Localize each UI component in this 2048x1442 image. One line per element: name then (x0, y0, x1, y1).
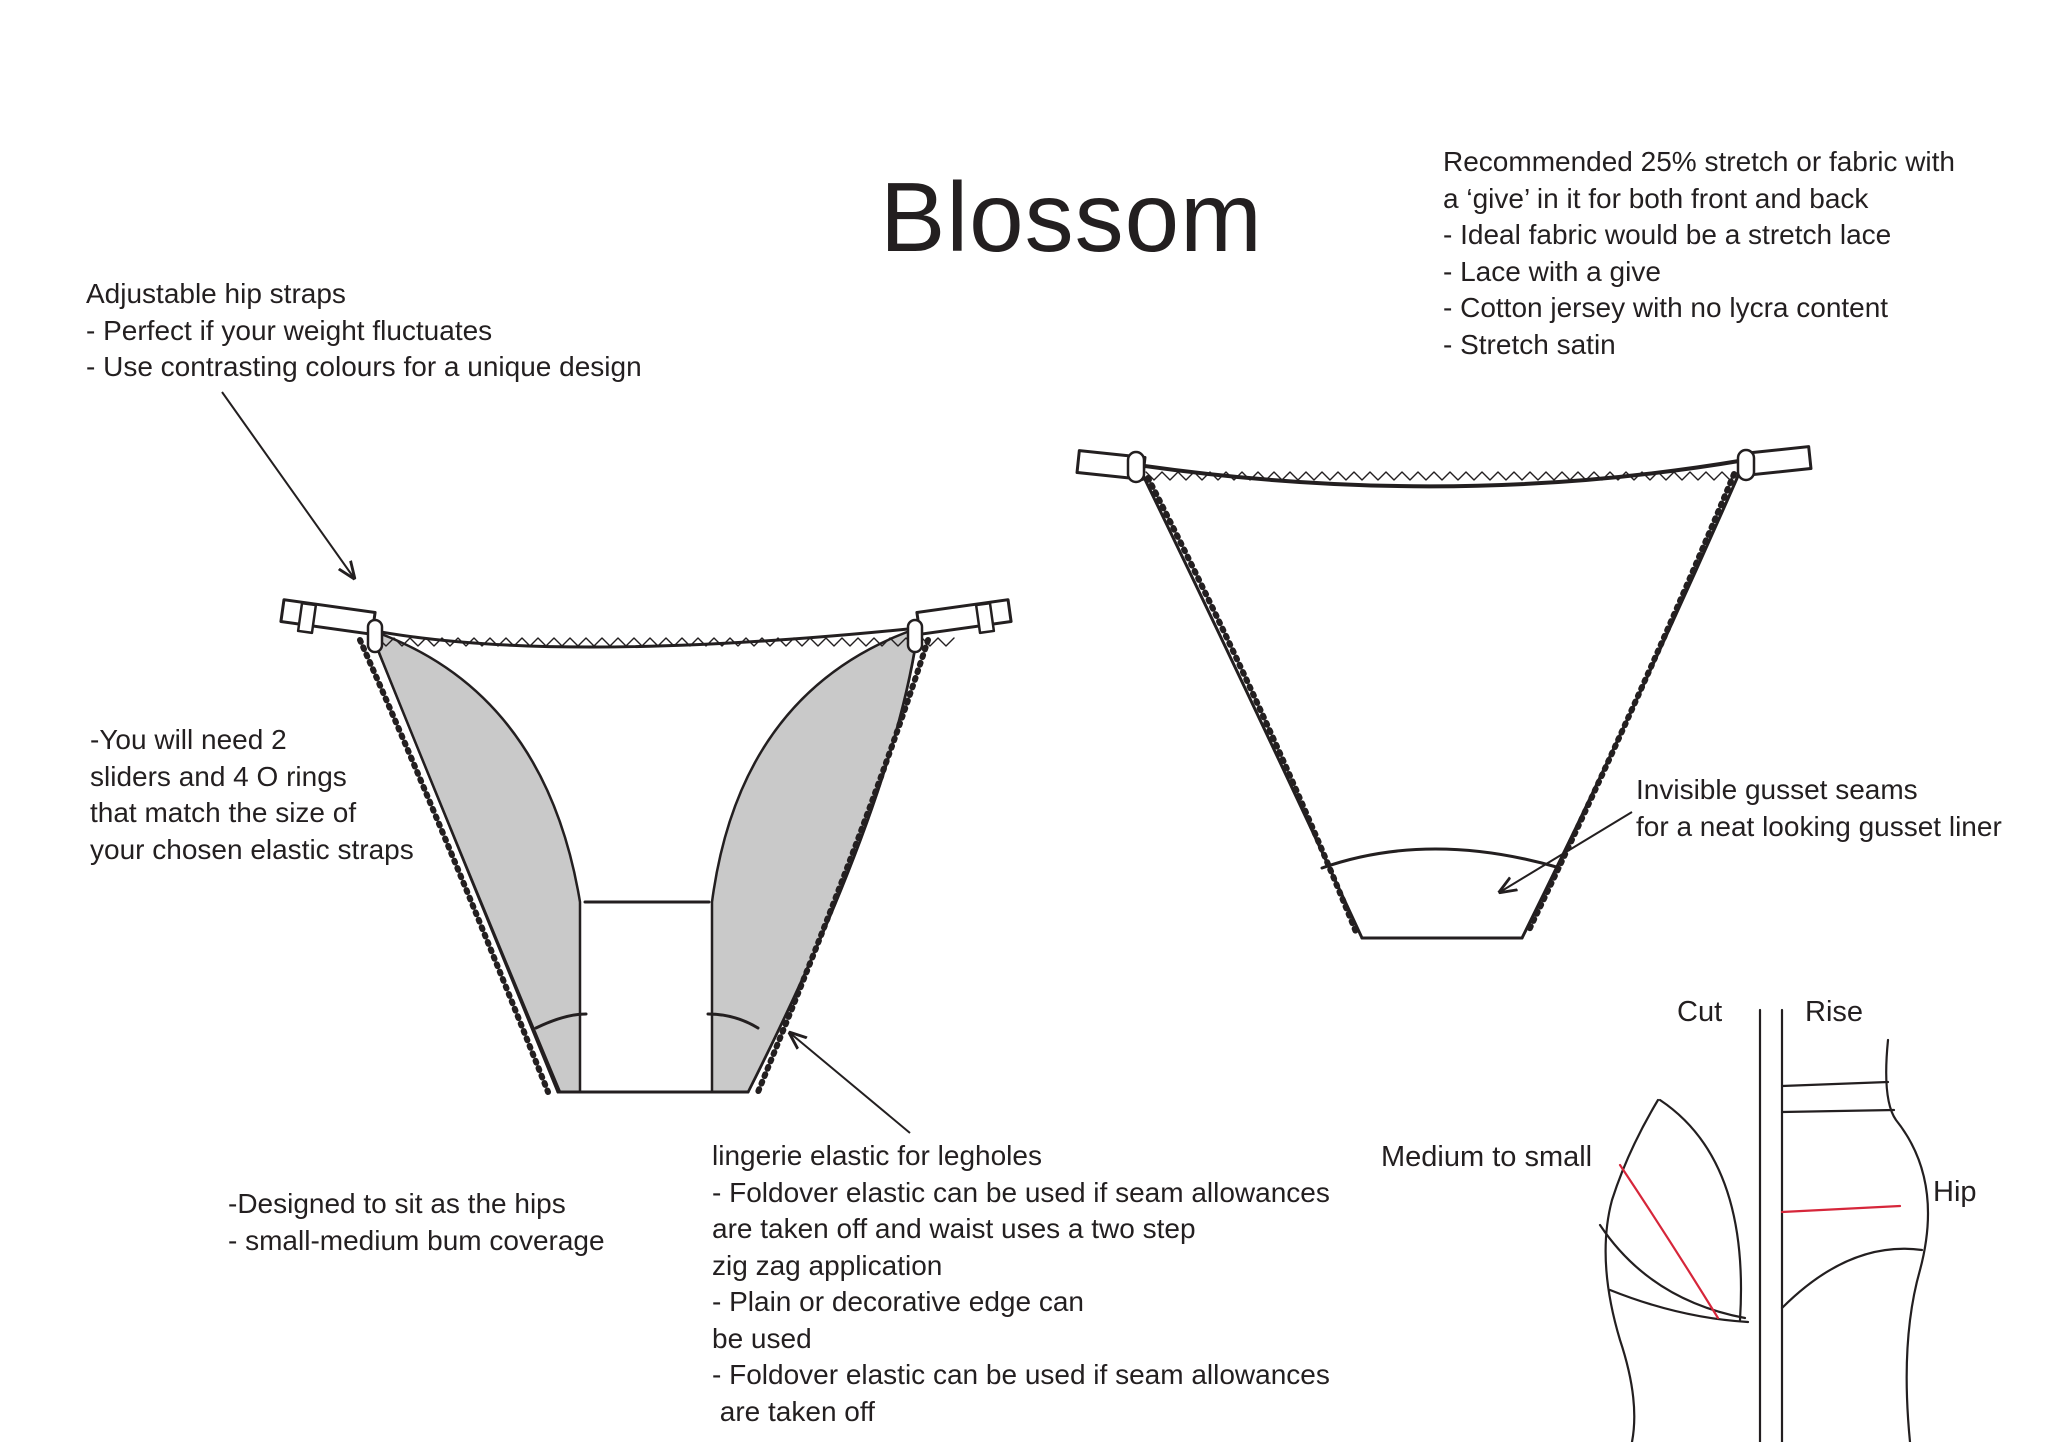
back-left-leg-picot (357, 637, 551, 1095)
straps-note-line: - Perfect if your weight fluctuates (86, 314, 493, 346)
straps-note-line: - Use contrasting colours for a unique d… (86, 351, 642, 382)
cut-leg-line-2 (1608, 1288, 1750, 1324)
back-right-ring (906, 618, 924, 654)
back-right-strap (915, 598, 1013, 636)
front-right-ring (1736, 448, 1756, 482)
back-waist-picot (377, 637, 955, 647)
straps-note: Adjustable hip straps - Perfect if your … (86, 276, 642, 386)
fabric-note-line: - Cotton jersey with no lycra content (1443, 292, 1889, 323)
back-right-leg-picot (755, 637, 931, 1095)
fabric-note-line: a ‘give’ in it for both front and back (1443, 182, 1869, 214)
elastic-note-line: be used (712, 1322, 812, 1354)
fabric-note-line: - Lace with a give (1443, 255, 1661, 287)
back-left-strap (279, 598, 377, 636)
fabric-note-line: Recommended 25% stretch or fabric with (1443, 146, 1955, 177)
hardware-note-line: that match the size of (90, 797, 357, 828)
front-left-ring (1126, 450, 1146, 484)
front-gusset-seam (1320, 847, 1562, 870)
cut-measure-line (1618, 1163, 1720, 1320)
elastic-note-line: zig zag application (712, 1249, 943, 1281)
annotation-arrows (221, 391, 1633, 1134)
straps-arrow (221, 391, 354, 578)
front-right-leg-picot (1525, 471, 1737, 935)
hardware-note-line: -You will need 2 (90, 724, 287, 755)
fabric-note: Recommended 25% stretch or fabric with a… (1443, 144, 1955, 363)
elastic-arrow (790, 1033, 911, 1134)
front-body-outline (1136, 458, 1747, 940)
rise-hip-line (1780, 1204, 1902, 1214)
gusset-note-line: Invisible gusset seams (1636, 774, 1918, 805)
page-title: Blossom (880, 162, 1263, 272)
straps-note-line: Adjustable hip straps (86, 278, 346, 309)
fit-note: -Designed to sit as the hips - small-med… (228, 1186, 605, 1259)
back-left-ring (366, 618, 384, 654)
fit-note-line: - small-medium bum coverage (228, 1224, 605, 1256)
back-left-slider (296, 601, 318, 635)
rise-waist-line (1780, 1080, 1890, 1088)
gusset-note: Invisible gusset seams for a neat lookin… (1636, 772, 2002, 845)
rise-label: Rise (1805, 996, 1864, 1028)
back-right-lower-seam (706, 1012, 760, 1030)
cut-label: Cut (1677, 996, 1723, 1028)
elastic-note-line: - Plain or decorative edge can (712, 1286, 1084, 1317)
hardware-note-line: your chosen elastic straps (90, 833, 414, 865)
hardware-note: -You will need 2 sliders and 4 O rings t… (90, 722, 414, 868)
elastic-note-line: lingerie elastic for legholes (712, 1140, 1042, 1171)
back-right-slider (974, 601, 996, 635)
rise-waist-line-2 (1780, 1108, 1896, 1114)
fabric-note-line: - Stretch satin (1443, 328, 1616, 360)
elastic-note: lingerie elastic for legholes - Foldover… (712, 1138, 1330, 1430)
back-view-garment (279, 598, 1013, 1095)
rise-leg-curve (1780, 1247, 1924, 1310)
gusset-note-line: for a neat looking gusset liner (1636, 810, 2002, 842)
medium-to-small-label: Medium to small (1381, 1141, 1593, 1173)
front-waist-picot (1145, 471, 1739, 481)
hip-label: Hip (1933, 1176, 1977, 1208)
back-left-lower-seam (534, 1012, 588, 1030)
fit-note-line: -Designed to sit as the hips (228, 1188, 566, 1219)
elastic-note-line: - Foldover elastic can be used if seam a… (712, 1176, 1330, 1208)
fabric-note-line: - Ideal fabric would be a stretch lace (1443, 219, 1892, 250)
cut-back-curve (1604, 1098, 1660, 1442)
elastic-note-line: are taken off (712, 1395, 875, 1427)
cut-rise-figure (1598, 1008, 1930, 1442)
back-centre-strip (585, 902, 709, 1092)
elastic-note-line: are taken off and waist uses a two step (712, 1213, 1196, 1244)
elastic-note-line: - Foldover elastic can be used if seam a… (712, 1359, 1330, 1390)
front-view-garment (1075, 445, 1813, 940)
front-waist-seam (1136, 458, 1747, 489)
hardware-note-line: sliders and 4 O rings (90, 760, 347, 792)
cut-leg-line (1598, 1223, 1747, 1320)
gusset-arrow (1500, 811, 1633, 892)
front-left-leg-picot (1145, 475, 1359, 935)
cut-bum-curve (1658, 1098, 1743, 1322)
rise-side-curve (1885, 1038, 1930, 1442)
